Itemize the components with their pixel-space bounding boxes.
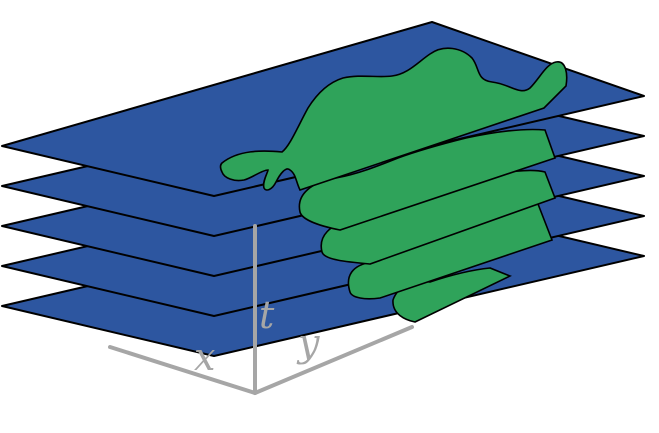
layer-plane-5 xyxy=(1,21,645,197)
region-blob-5 xyxy=(219,47,568,191)
y-axis-label: y xyxy=(296,321,320,365)
x-axis-label: x xyxy=(194,335,215,379)
y-axis xyxy=(253,325,414,395)
coordinate-axes: x y t xyxy=(108,224,414,395)
t-axis-label: t xyxy=(259,293,275,337)
x-axis xyxy=(108,345,257,395)
